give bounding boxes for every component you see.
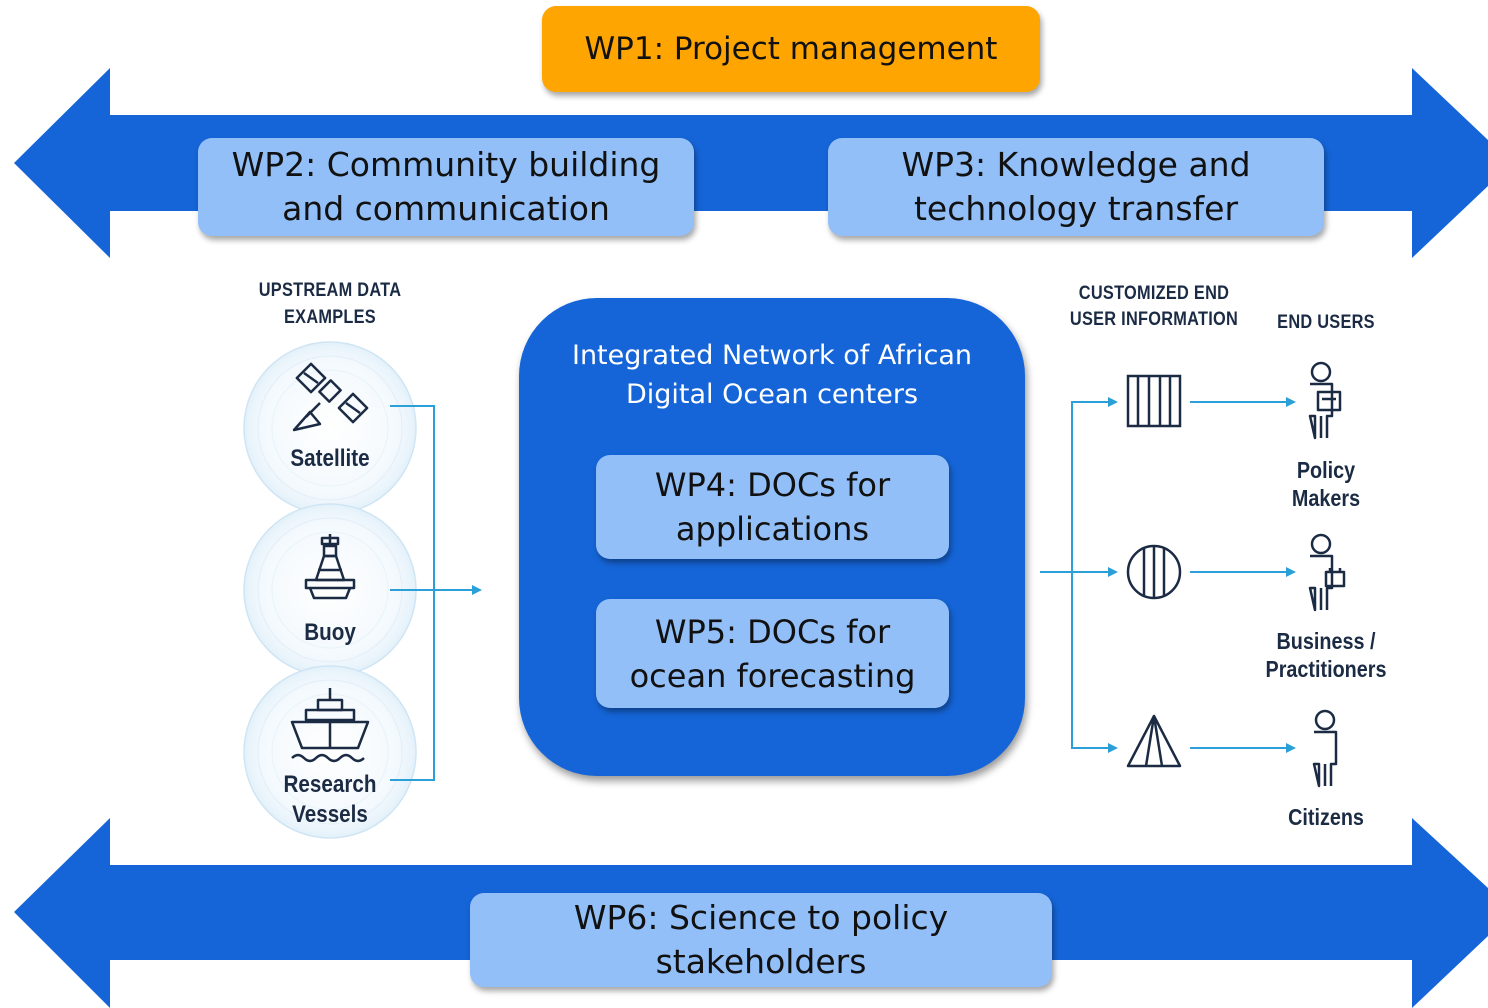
wp4-label: WP4: DOCs for applications: [654, 466, 891, 548]
satellite-halo: [243, 341, 417, 515]
wp1-label: WP1: Project management: [584, 31, 998, 67]
downstream-connectors: [1040, 401, 1286, 749]
buoy-halo: [243, 503, 417, 677]
downstream-arrowheads: [1108, 397, 1296, 753]
ship-icon: [290, 688, 370, 763]
wp3-box: WP3: Knowledge and technology transfer: [828, 138, 1324, 236]
grid-info-icon: [1126, 374, 1182, 428]
wp5-box: WP5: DOCs for ocean forecasting: [596, 599, 949, 708]
policy-maker-icon: [1308, 361, 1342, 440]
source-label-buoy: Buoy: [304, 619, 356, 646]
satellite-icon: [292, 362, 369, 432]
wp6-label: WP6: Science to policy stakeholders: [573, 898, 949, 981]
network-title: Integrated Network of African Digital Oc…: [571, 340, 973, 410]
business-person-icon: [1308, 533, 1346, 612]
source-label-vessels: Research Vessels: [283, 771, 377, 828]
wp6-box: WP6: Science to policy stakeholders: [470, 893, 1052, 987]
sphere-info-icon: [1126, 544, 1182, 600]
buoy-icon: [304, 534, 356, 600]
wp4-box: WP4: DOCs for applications: [596, 455, 949, 559]
users-header: END USERS: [1277, 312, 1375, 333]
wp2-label: WP2: Community building and communicatio…: [231, 145, 661, 228]
wp3-label: WP3: Knowledge and technology transfer: [901, 145, 1251, 228]
pyramid-info-icon: [1126, 714, 1182, 768]
info-header: CUSTOMIZED END USER INFORMATION: [1069, 283, 1239, 330]
upstream-arrowhead: [472, 585, 482, 595]
upstream-connector: [390, 405, 474, 781]
wp1-box: WP1: Project management: [542, 6, 1040, 92]
user-label-citizens: Citizens: [1288, 804, 1364, 830]
user-label-business: Business / Practitioners: [1265, 628, 1387, 682]
wp2-box: WP2: Community building and communicatio…: [198, 138, 694, 236]
upstream-header: UPSTREAM DATA EXAMPLES: [258, 280, 402, 328]
citizen-icon: [1312, 709, 1338, 788]
vessel-halo: [243, 665, 417, 839]
user-label-policy: Policy Makers: [1291, 457, 1361, 511]
source-label-satellite: Satellite: [290, 445, 370, 472]
wp5-label: WP5: DOCs for ocean forecasting: [629, 612, 916, 695]
